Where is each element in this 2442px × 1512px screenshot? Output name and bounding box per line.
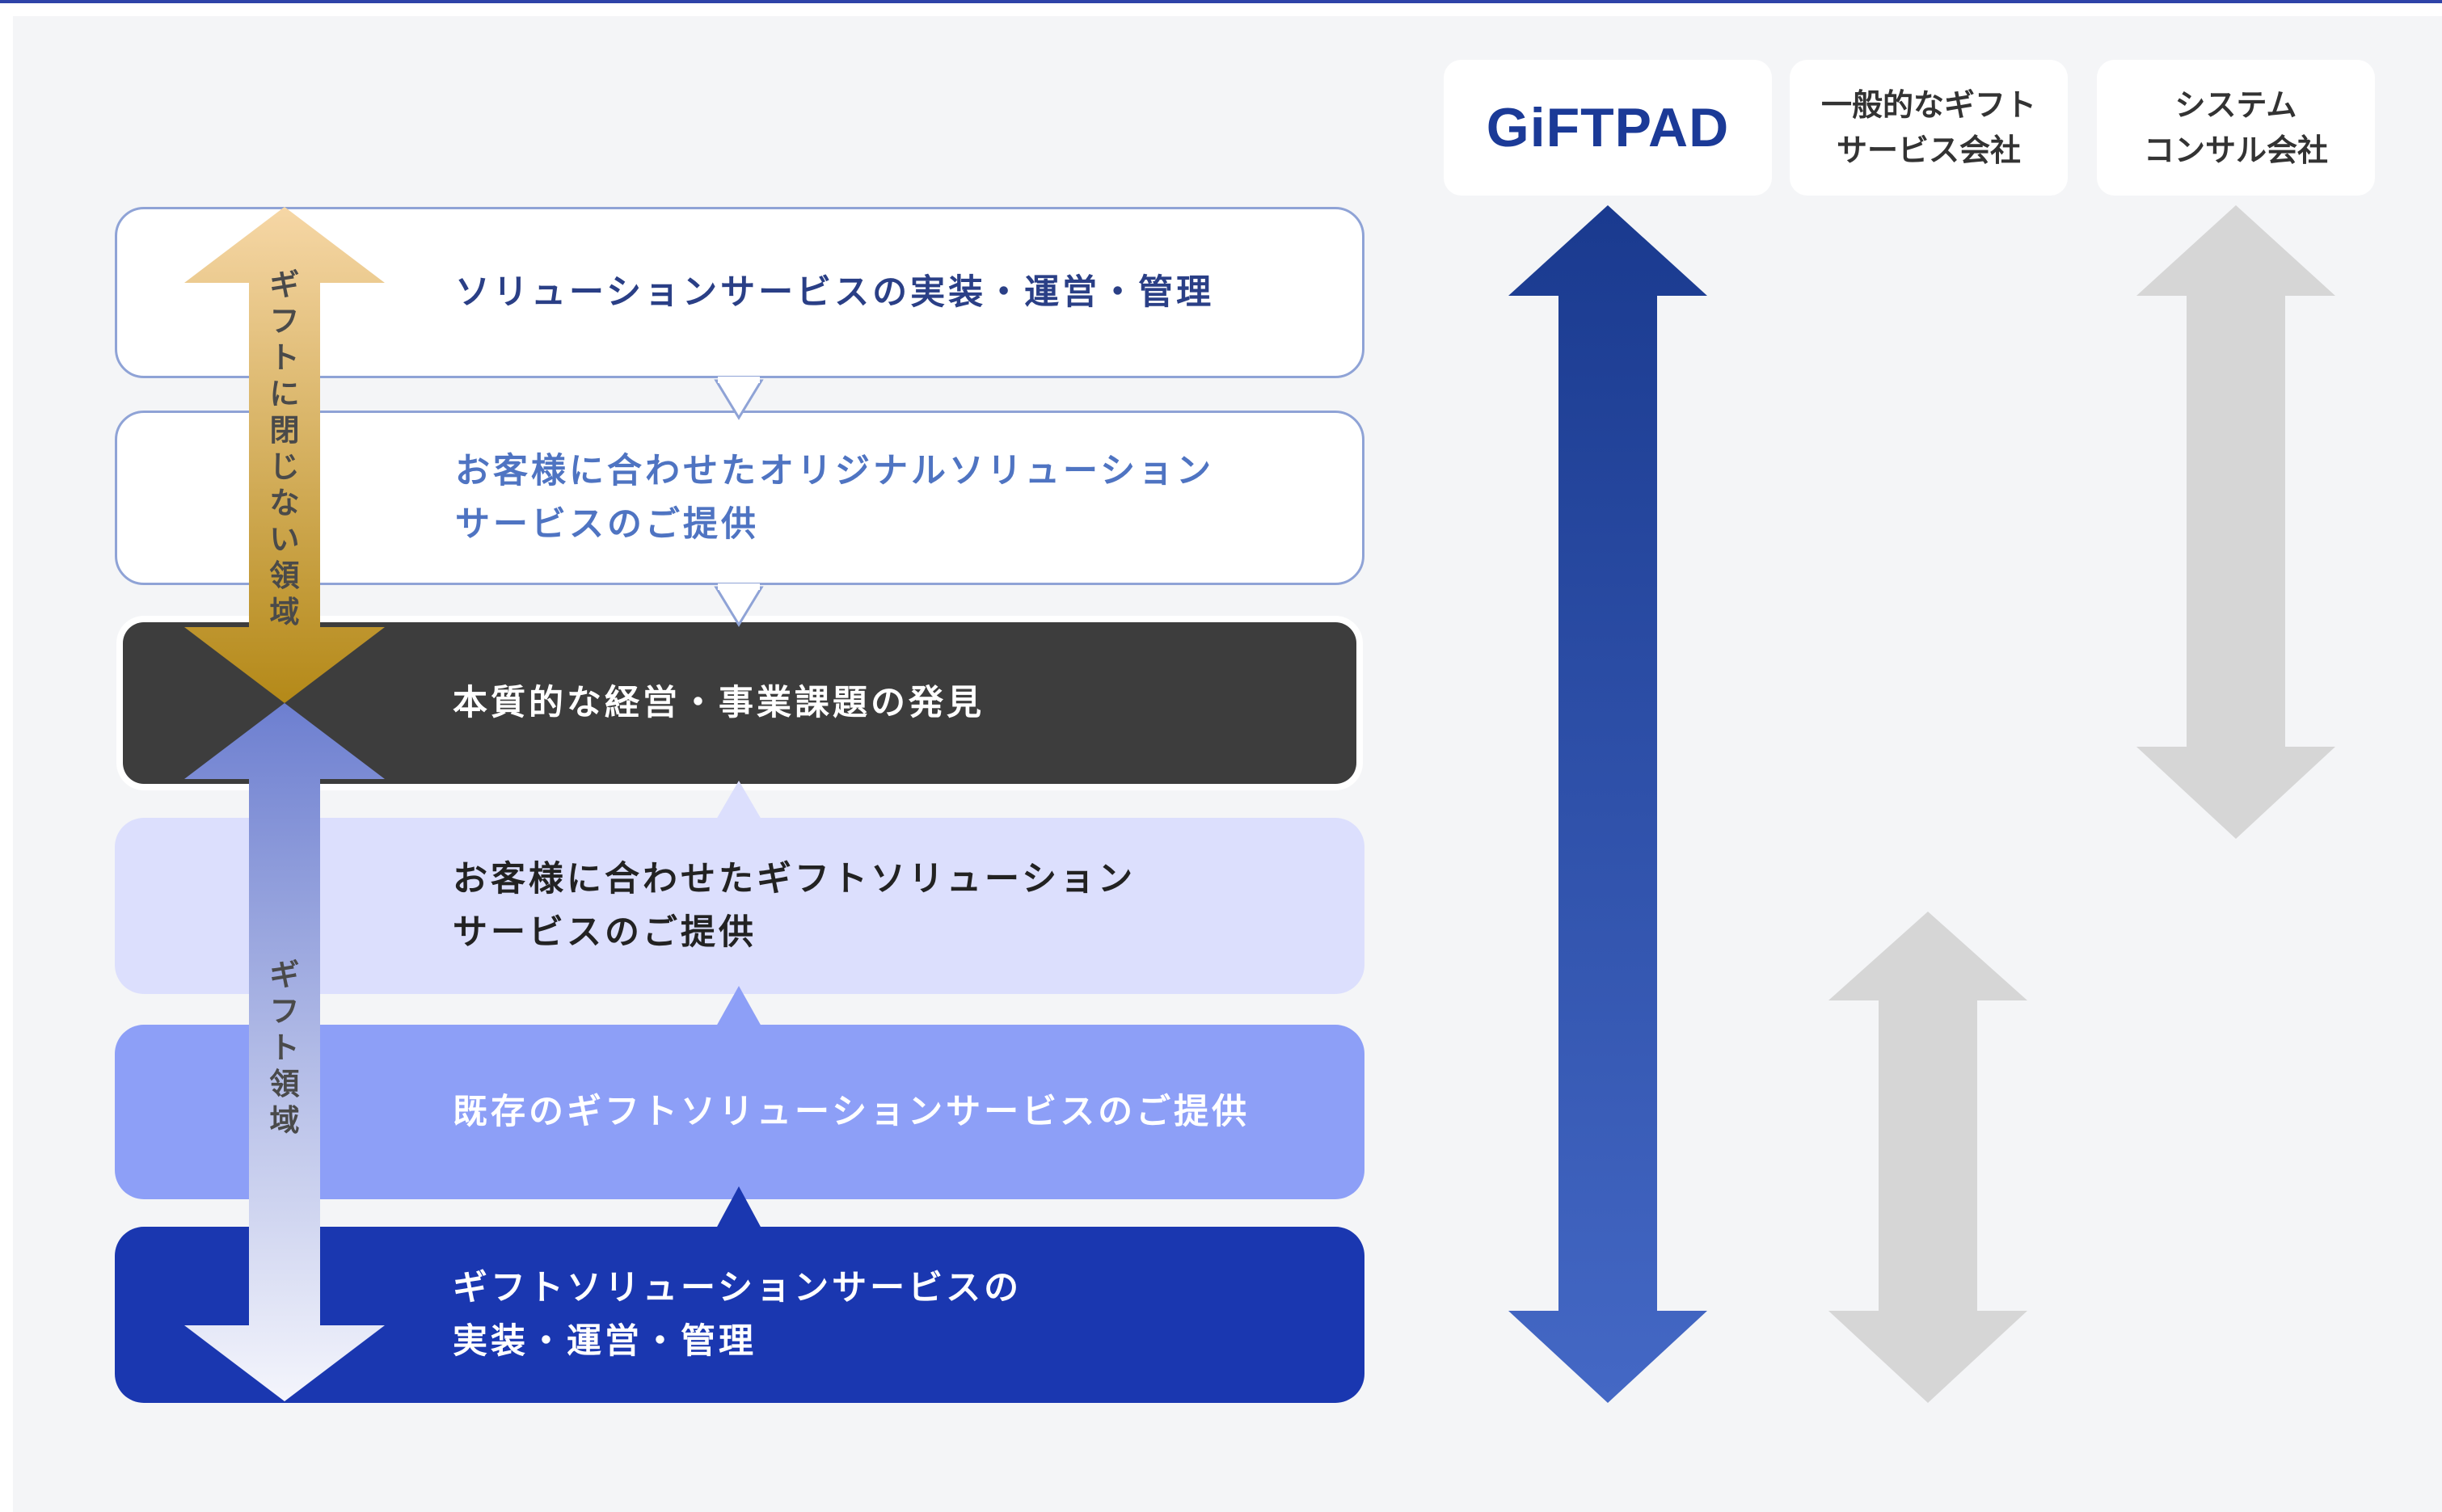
connector-up-3 [716, 781, 761, 819]
gift-domain-label: ギフト領域 [269, 958, 300, 1138]
giftpad-column-header: GiFTPAD [1444, 60, 1772, 196]
step-box-6: ギフトソリューションサービスの 実装・運営・管理 [115, 1227, 1364, 1403]
giftpad-coverage-arrow [1508, 205, 1707, 1403]
step-box-1: ソリューションサービスの実装・運営・管理 [115, 207, 1364, 378]
step-text-5: 既存のギフトソリューションサービスのご提供 [453, 1092, 1251, 1132]
system-consulting-label: システム コンサル会社 [2143, 87, 2328, 168]
top-border [0, 0, 2442, 3]
non-gift-domain-arrow [184, 207, 385, 703]
general-gift-company-label: 一般的なギフト サービス会社 [1820, 87, 2036, 168]
step-text-1: ソリューションサービスの実装・運営・管理 [455, 272, 1215, 313]
connector-down-2 [714, 586, 764, 627]
non-gift-domain-label: ギフトに閉じない領域 [269, 267, 300, 630]
connector-down-1 [714, 379, 764, 420]
connector-up-5 [716, 1186, 761, 1228]
step-box-4: お客様に合わせたギフトソリューション サービスのご提供 [115, 818, 1364, 994]
step-text-4: お客様に合わせたギフトソリューション サービスのご提供 [453, 859, 1137, 953]
general-gift-coverage-arrow [1828, 912, 2027, 1403]
connector-up-4 [716, 986, 761, 1026]
step-text-3: 本質的な経営・事業課題の発見 [453, 683, 985, 723]
step-text-6: ギフトソリューションサービスの 実装・運営・管理 [453, 1268, 1023, 1362]
giftpad-logo: GiFTPAD [1486, 97, 1730, 158]
step-box-5: 既存のギフトソリューションサービスのご提供 [115, 1025, 1364, 1199]
step-text-2: お客様に合わせたオリジナルソリューション サービスのご提供 [455, 451, 1215, 545]
consulting-coverage-arrow [2136, 205, 2335, 839]
general-gift-company-header: 一般的なギフト サービス会社 [1790, 60, 2068, 196]
system-consulting-header: システム コンサル会社 [2097, 60, 2375, 196]
gift-domain-arrow [184, 703, 385, 1401]
